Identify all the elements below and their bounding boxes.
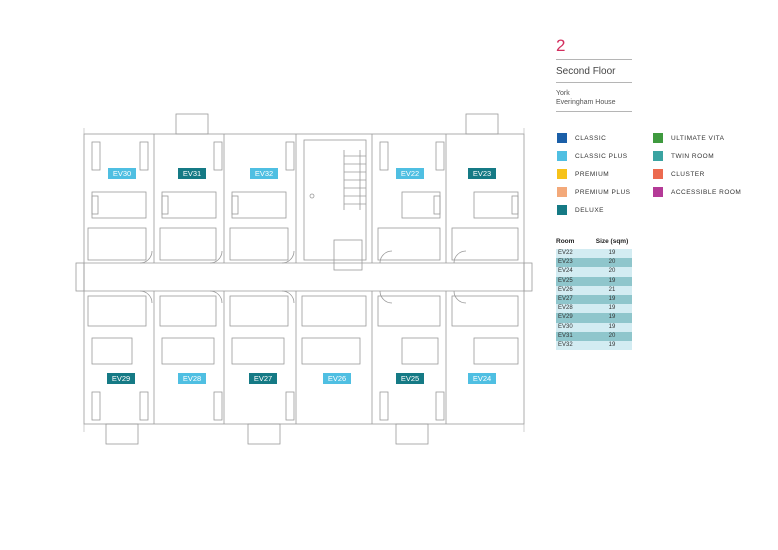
table-row: EV31 20 bbox=[556, 331, 632, 341]
table-row: EV23 20 bbox=[556, 258, 632, 268]
room-tag-ev29[interactable]: EV29 bbox=[107, 373, 135, 384]
table-row: EV32 19 bbox=[556, 340, 632, 351]
legend-swatch bbox=[557, 205, 567, 215]
cell-size: 20 bbox=[608, 259, 616, 266]
cell-room: EV22 bbox=[558, 250, 573, 256]
room-tag-ev31[interactable]: EV31 bbox=[178, 168, 206, 179]
balcony bbox=[105, 423, 139, 445]
legend-label: PREMIUM bbox=[575, 170, 610, 178]
cell-size: 19 bbox=[608, 295, 616, 302]
legend-label: ACCESSIBLE ROOM bbox=[671, 188, 742, 196]
cell-room: EV28 bbox=[558, 305, 573, 312]
legend-label: PREMIUM PLUS bbox=[575, 188, 631, 196]
legend-item-twin-room: TWIN ROOM bbox=[653, 151, 714, 161]
legend-label: CLASSIC bbox=[575, 134, 607, 142]
cell-room: EV30 bbox=[558, 323, 573, 330]
cell-size: 19 bbox=[608, 277, 616, 284]
legend-swatch bbox=[653, 133, 663, 143]
table-row: EV22 19 bbox=[556, 249, 632, 259]
floor-number: 2 bbox=[556, 36, 566, 55]
cell-room: EV25 bbox=[558, 277, 573, 284]
floor-plan bbox=[75, 113, 533, 445]
table-row: EV29 19 bbox=[556, 313, 632, 323]
balcony bbox=[175, 113, 209, 135]
end-bay-right bbox=[523, 262, 533, 292]
door-swings bbox=[139, 250, 467, 304]
stair-core bbox=[303, 139, 367, 271]
legend-label: DELUXE bbox=[575, 206, 605, 214]
end-bay-left bbox=[75, 262, 85, 292]
legend-item-accessible-room: ACCESSIBLE ROOM bbox=[653, 187, 741, 197]
table-row: EV26 21 bbox=[556, 285, 632, 295]
cell-room: EV29 bbox=[558, 314, 573, 321]
table-row: EV24 20 bbox=[556, 267, 632, 277]
room-tag-ev22[interactable]: EV22 bbox=[396, 168, 424, 179]
legend-swatch bbox=[653, 187, 663, 197]
room-tag-ev24[interactable]: EV24 bbox=[468, 373, 496, 384]
room-tag-ev32[interactable]: EV32 bbox=[250, 168, 278, 179]
cell-size: 20 bbox=[608, 332, 616, 339]
legend-swatch bbox=[557, 187, 567, 197]
legend-item-premium: PREMIUM bbox=[557, 169, 609, 179]
bottom-room-furniture bbox=[87, 295, 519, 421]
legend-item-classic-plus: CLASSIC PLUS bbox=[557, 151, 628, 161]
cell-size: 19 bbox=[608, 323, 616, 330]
divider bbox=[556, 59, 632, 60]
legend-item-cluster: CLUSTER bbox=[653, 169, 705, 179]
legend-label: TWIN ROOM bbox=[671, 152, 715, 160]
room-tag-ev28[interactable]: EV28 bbox=[178, 373, 206, 384]
cell-size: 19 bbox=[608, 305, 616, 312]
cell-room: EV24 bbox=[558, 268, 573, 275]
legend-swatch bbox=[557, 169, 567, 179]
legend-item-deluxe: DELUXE bbox=[557, 205, 604, 215]
legend-label: CLASSIC PLUS bbox=[575, 152, 628, 160]
room-tag-ev25[interactable]: EV25 bbox=[396, 373, 424, 384]
table-row: EV27 19 bbox=[556, 294, 632, 305]
legend-swatch bbox=[653, 151, 663, 161]
cell-size: 19 bbox=[608, 341, 616, 348]
column-header-room: Room bbox=[556, 238, 575, 245]
table-row: EV30 19 bbox=[556, 322, 632, 332]
building-label: Everingham House bbox=[556, 99, 616, 106]
cell-room: EV32 bbox=[558, 341, 573, 348]
cell-room: EV31 bbox=[558, 332, 573, 339]
cell-size: 19 bbox=[608, 250, 616, 256]
legend-item-classic: CLASSIC bbox=[557, 133, 606, 143]
legend-label: ULTIMATE VITA bbox=[671, 134, 725, 142]
legend-swatch bbox=[557, 133, 567, 143]
cell-room: EV23 bbox=[558, 259, 573, 266]
balcony bbox=[395, 423, 429, 445]
legend-swatch bbox=[653, 169, 663, 179]
column-header-size: Size (sqm) bbox=[595, 238, 629, 245]
city-label: York bbox=[556, 90, 570, 97]
room-size-table: Room Size (sqm) EV22 19 EV23 20 EV24 20 EV2… bbox=[556, 238, 632, 351]
floor-name: Second Floor bbox=[556, 66, 616, 77]
top-room-furniture bbox=[87, 141, 519, 261]
table-row: EV28 19 bbox=[556, 304, 632, 314]
legend-label: CLUSTER bbox=[671, 170, 705, 178]
room-tag-ev30[interactable]: EV30 bbox=[108, 168, 136, 179]
legend-item-premium-plus: PREMIUM PLUS bbox=[557, 187, 630, 197]
legend-item-ultimate-vita: ULTIMATE VITA bbox=[653, 133, 724, 143]
cell-size: 21 bbox=[608, 286, 616, 293]
table-row: EV25 19 bbox=[556, 276, 632, 286]
room-tag-ev23[interactable]: EV23 bbox=[468, 168, 496, 179]
cell-room: EV27 bbox=[558, 295, 573, 302]
divider bbox=[556, 111, 632, 112]
legend-swatch bbox=[557, 151, 567, 161]
room-tag-ev26[interactable]: EV26 bbox=[323, 373, 351, 384]
balcony bbox=[465, 113, 499, 135]
cell-room: EV26 bbox=[558, 286, 573, 293]
table-header-row: Room Size (sqm) bbox=[556, 238, 632, 249]
balcony bbox=[247, 423, 281, 445]
divider bbox=[556, 82, 632, 83]
cell-size: 19 bbox=[608, 314, 616, 321]
room-tag-ev27[interactable]: EV27 bbox=[249, 373, 277, 384]
cell-size: 20 bbox=[608, 268, 616, 275]
